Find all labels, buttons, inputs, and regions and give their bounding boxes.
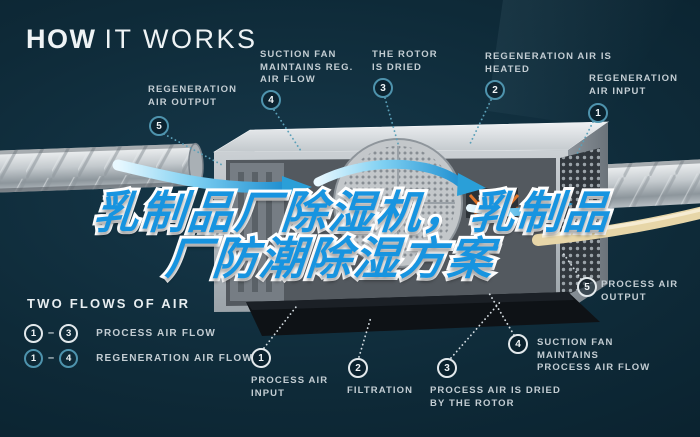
callout-regeneration-input-label: REGENERATION AIR INPUT <box>589 73 679 97</box>
badge-regeneration-2: 2 <box>485 80 505 100</box>
legend-dash: – <box>48 327 55 339</box>
legend-process-label: PROCESS AIR FLOW <box>96 327 217 339</box>
callout-suction-fan-reg-label: SUCTION FAN MAINTAINS REG. AIR FLOW <box>260 49 354 85</box>
callout-filtration-label: FILTRATION <box>347 385 414 396</box>
badge-number: 2 <box>355 362 361 374</box>
legend-process-from-badge: 1 <box>24 323 43 343</box>
legend-heading: TWO FLOWS OF AIR <box>27 296 191 311</box>
callout-regeneration-heated-label: REGENERATION AIR IS HEATED <box>485 51 612 75</box>
badge-process-1: 1 <box>251 348 271 368</box>
machine-base <box>246 292 600 336</box>
badge-number: 5 <box>156 120 162 132</box>
badge-regeneration-3: 3 <box>373 78 393 98</box>
legend-process-to-badge: 3 <box>59 323 79 343</box>
page-title-bold: HOW <box>26 24 97 54</box>
callout-rotor-dried-label: THE ROTOR IS DRIED <box>372 49 438 73</box>
legend-dash: – <box>48 352 55 364</box>
legend-row-process: 1 – 3 PROCESS AIR FLOW <box>24 323 216 343</box>
callout-suction-fan-process-label: SUCTION FAN MAINTAINS PROCESS AIR FLOW <box>537 337 651 373</box>
badge-number: 2 <box>492 84 498 96</box>
badge-number: 3 <box>65 327 72 339</box>
badge-number: 3 <box>380 82 386 94</box>
badge-number: 1 <box>30 327 37 339</box>
overlay-title-line2: 厂防潮除湿方案 <box>160 229 500 288</box>
callout-process-input-label: PROCESS AIR INPUT <box>251 375 329 399</box>
legend-row-regeneration: 1 – 4 REGENERATION AIR FLOW <box>24 348 253 368</box>
badge-regeneration-5: 5 <box>149 116 169 136</box>
badge-number: 4 <box>515 338 521 350</box>
badge-regeneration-1: 1 <box>588 103 608 123</box>
callout-process-output-label: PROCESS AIR OUTPUT <box>601 279 679 303</box>
page-title-light: IT WORKS <box>104 24 258 54</box>
badge-process-3: 3 <box>437 358 457 378</box>
badge-number: 1 <box>595 107 601 119</box>
badge-process-5: 5 <box>577 277 597 297</box>
badge-process-2: 2 <box>348 358 368 378</box>
badge-number: 3 <box>444 362 450 374</box>
badge-number: 4 <box>268 94 274 106</box>
badge-regeneration-4: 4 <box>261 90 281 110</box>
badge-number: 1 <box>30 352 37 364</box>
badge-process-4: 4 <box>508 334 528 354</box>
callout-regeneration-air-output-label: REGENERATION AIR OUTPUT <box>148 84 238 108</box>
badge-number: 5 <box>584 281 590 293</box>
legend-regeneration-to-badge: 4 <box>59 348 79 368</box>
badge-number: 4 <box>65 352 72 364</box>
legend-regeneration-label: REGENERATION AIR FLOW <box>96 352 253 364</box>
badge-number: 1 <box>258 352 264 364</box>
legend-regeneration-from-badge: 1 <box>24 348 43 368</box>
callout-process-dried-label: PROCESS AIR IS DRIED BY THE ROTOR <box>430 385 561 409</box>
